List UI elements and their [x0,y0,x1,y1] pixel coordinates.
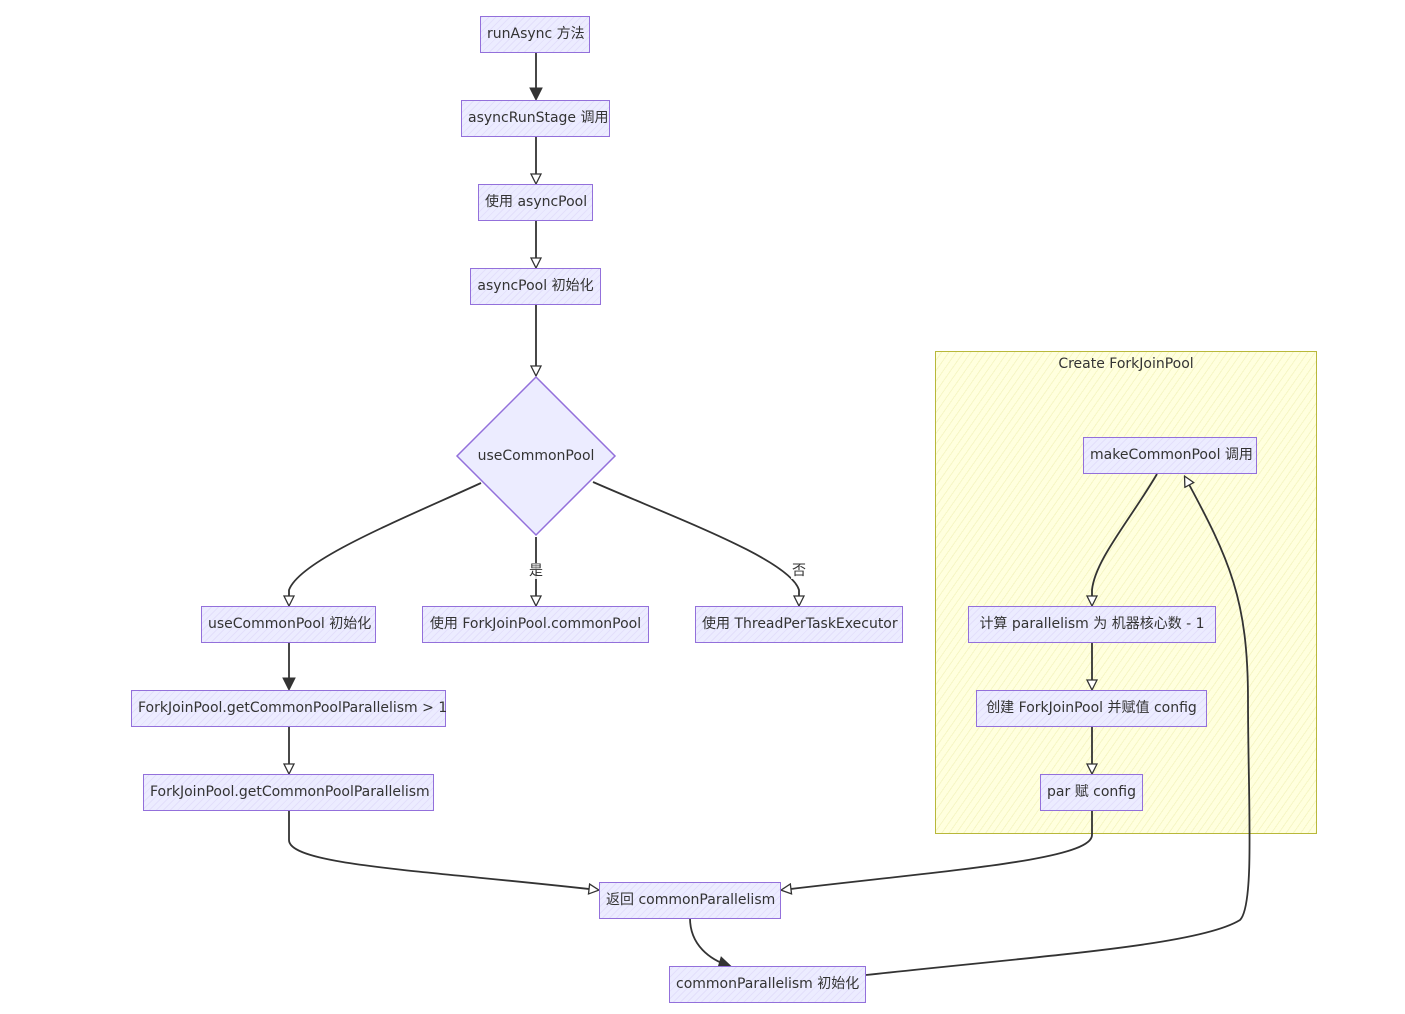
edge-makecommonpool-to-computeparallelism [1092,473,1158,605]
edge-return-to-commonparallelisminit [689,917,730,966]
node-use-thread-per-task-executor: 使用 ThreadPerTaskExecutor [695,606,903,643]
node-use-common-pool-init: useCommonPool 初始化 [201,606,376,643]
node-par-assign-config: par 赋 config [1040,774,1143,811]
node-run-async: runAsync 方法 [480,16,590,53]
edge-commonparallelisminit-to-makecommonpool [865,477,1251,976]
edge-par-to-return [782,811,1093,890]
node-parallelism-gt-one: ForkJoinPool.getCommonPoolParallelism > … [131,690,447,727]
edge-decision-to-usecommonpoolinit [289,482,482,605]
edge-getparallelism-to-return [288,811,598,890]
decision-diamond-shape [455,375,617,537]
node-get-common-pool-parallelism: ForkJoinPool.getCommonPoolParallelism [143,774,434,811]
node-use-fjp-common-pool: 使用 ForkJoinPool.commonPool [422,606,649,643]
edge-label-yes: 是 [528,563,544,579]
edge-decision-to-threadpertask [592,481,799,605]
cluster-title: Create ForkJoinPool [1058,356,1194,372]
node-return-common-parallelism: 返回 commonParallelism [599,882,781,919]
node-use-async-pool: 使用 asyncPool [478,184,593,221]
node-common-parallelism-init: commonParallelism 初始化 [669,966,866,1003]
decision-use-common-pool: useCommonPool [477,448,595,464]
node-async-pool-init: asyncPool 初始化 [470,268,601,305]
edge-label-no: 否 [791,563,807,579]
node-async-run-stage: asyncRunStage 调用 [461,100,610,137]
node-compute-parallelism: 计算 parallelism 为 机器核心数 - 1 [968,606,1216,643]
cluster-create-forkjoinpool: Create ForkJoinPool [935,351,1317,834]
node-make-common-pool: makeCommonPool 调用 [1083,437,1257,474]
node-create-forkjoinpool: 创建 ForkJoinPool 并赋值 config [976,690,1207,727]
